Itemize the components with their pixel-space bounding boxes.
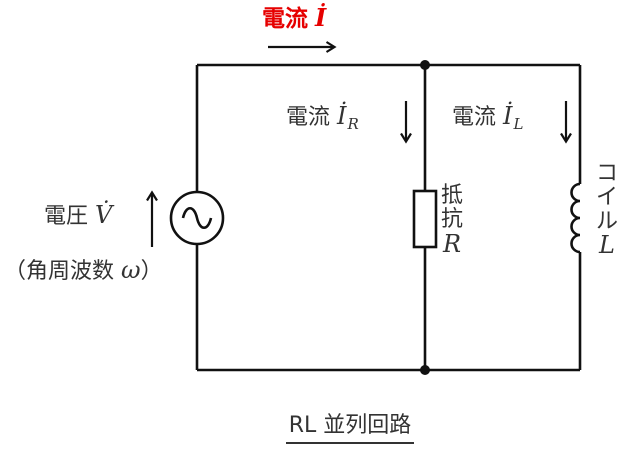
inductor-name-char: コ xyxy=(596,161,619,186)
junction-dot-bottom xyxy=(420,365,430,375)
resistor-body xyxy=(412,189,438,249)
current-r-symbol: İ xyxy=(337,102,347,130)
current-l-subscript: L xyxy=(513,115,524,134)
label-main-current: 電流 İ xyxy=(262,4,326,32)
main-current-text: 電流 xyxy=(262,6,308,32)
current-l-text: 電流 xyxy=(452,105,497,130)
resistor-name-char: 抗 xyxy=(441,206,464,232)
label-angular-frequency: （角周波数 ω） xyxy=(4,256,163,285)
current-r-text: 電流 xyxy=(286,105,331,130)
angular-frequency-close: ） xyxy=(140,259,163,284)
angular-frequency-open: （角周波数 xyxy=(4,259,121,284)
resistor-name-char: 抵 xyxy=(441,183,464,208)
label-inductor: コ イ ル L xyxy=(596,162,618,259)
diagram-caption: RL 並列回路 xyxy=(285,407,415,444)
label-resistor: 抵 抗 R xyxy=(441,184,463,257)
junction-dot-top xyxy=(420,60,430,70)
voltage-symbol: V̇ xyxy=(95,201,113,229)
resistor-symbol: R xyxy=(442,229,462,258)
inductor-name-char: ル xyxy=(596,208,619,234)
sine-wave-icon xyxy=(181,207,213,229)
current-l-symbol: İ xyxy=(503,102,513,130)
inductor-coil xyxy=(570,182,581,254)
main-current-symbol: İ xyxy=(315,3,327,32)
caption-wrap: RL 並列回路 xyxy=(100,407,600,444)
inductor-name-char: イ xyxy=(596,184,619,210)
inductor-symbol: L xyxy=(599,231,615,260)
current-r-subscript: R xyxy=(347,115,359,134)
voltage-text: 電圧 xyxy=(44,204,89,229)
angular-frequency-symbol: ω xyxy=(121,256,141,284)
